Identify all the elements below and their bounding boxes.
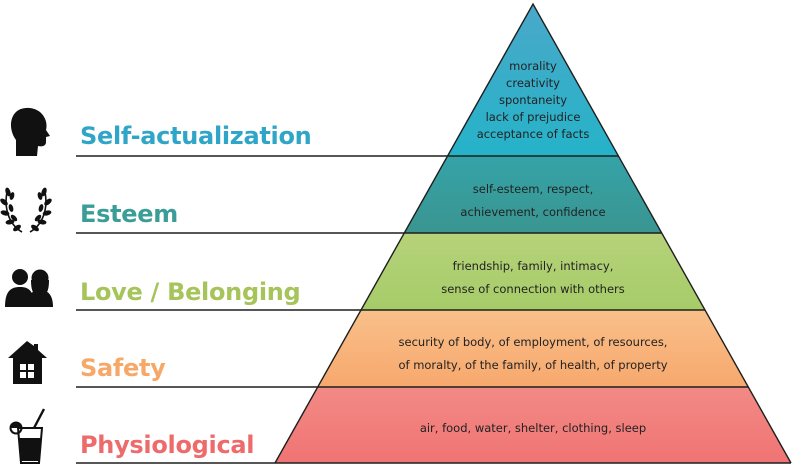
- description-line: morality: [509, 59, 557, 73]
- description-line: security of body, of employment, of reso…: [398, 335, 668, 349]
- tier-esteem: [404, 156, 662, 233]
- level-label-physiological: Physiological: [80, 431, 255, 459]
- tier-description-safety: security of body, of employment, of reso…: [363, 331, 703, 377]
- description-line: spontaneity: [498, 93, 568, 107]
- tier-safety: [318, 310, 748, 387]
- description-line: creativity: [506, 76, 560, 90]
- tier-description-self-actualization: morality creativity spontaneity lack of …: [453, 58, 613, 143]
- tier-description-love-belonging: friendship, family, intimacy, sense of c…: [393, 255, 673, 301]
- level-label-love-belonging: Love / Belonging: [80, 278, 301, 306]
- description-line: friendship, family, intimacy,: [452, 259, 614, 273]
- tier-description-esteem: self-esteem, respect, achievement, confi…: [418, 178, 648, 224]
- description-line: acceptance of facts: [476, 127, 590, 141]
- description-line: lack of prejudice: [485, 110, 581, 124]
- tier-physiological: [275, 387, 791, 463]
- drink-glass-icon: [9, 408, 46, 464]
- people-icon: [5, 269, 53, 307]
- description-line: self-esteem, respect,: [472, 182, 594, 196]
- description-line: sense of connection with others: [441, 282, 625, 296]
- level-label-safety: Safety: [80, 354, 166, 382]
- tier-description-physiological: air, food, water, shelter, clothing, sle…: [363, 421, 703, 435]
- house-icon: [8, 341, 47, 384]
- head-profile-icon: [10, 107, 50, 156]
- tier-self-actualization: [448, 4, 618, 156]
- description-line: of moralty, of the family, of health, of…: [398, 358, 668, 372]
- laurel-wreath-icon: [0, 187, 52, 233]
- description-line: air, food, water, shelter, clothing, sle…: [419, 421, 647, 435]
- level-label-esteem: Esteem: [80, 200, 178, 228]
- description-line: achievement, confidence: [460, 205, 606, 219]
- tier-love-belonging: [361, 233, 705, 310]
- level-label-self-actualization: Self-actualization: [80, 122, 312, 150]
